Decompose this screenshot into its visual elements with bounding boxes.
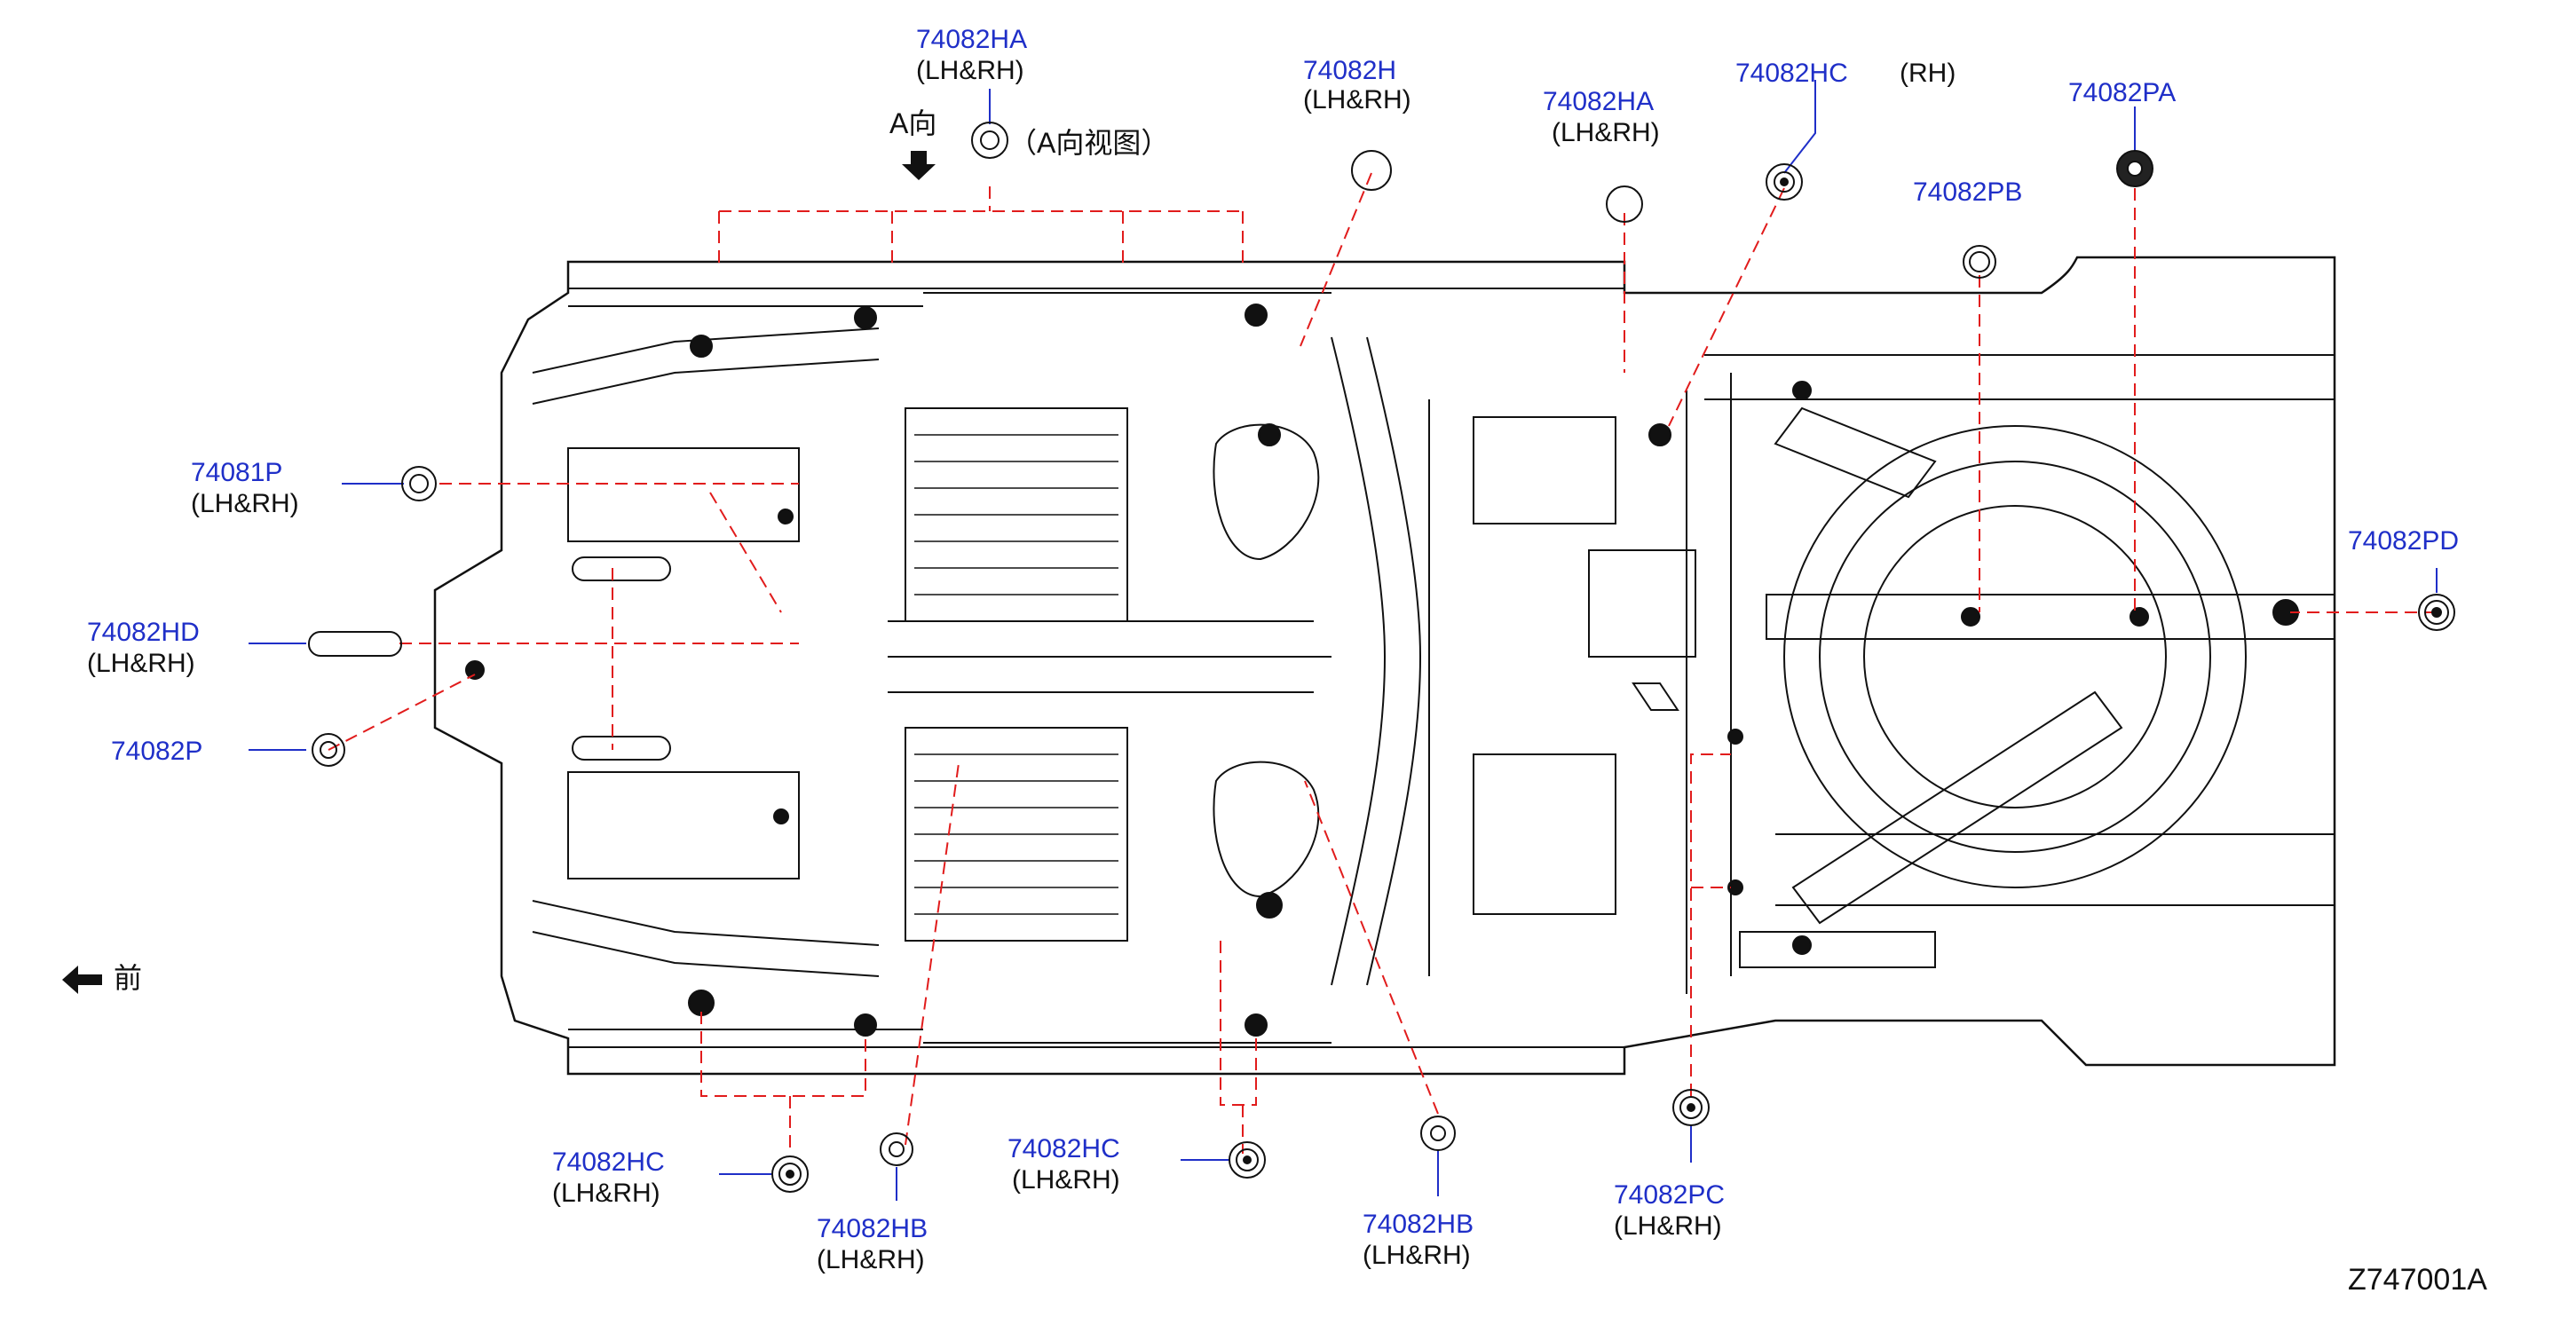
callout-hb-bm-side: (LH&RH) [1363,1241,1471,1270]
callout-pb-part: 74082PB [1913,177,2023,207]
grommet-icon-pb [1963,245,1996,279]
dashed-leaders [328,172,2437,1154]
callout-hc-bm-side: (LH&RH) [1012,1165,1120,1195]
grommet-icon-pc [1672,1089,1710,1126]
grommet-icon-hc-bm [1229,1141,1266,1179]
callout-ha-mid-side: (LH&RH) [1552,118,1660,147]
grommet-icon-pd [2418,594,2455,631]
callout-hb-bl-part: 74082HB [817,1214,928,1243]
callout-hc-bl-side: (LH&RH) [552,1179,660,1208]
callout-hc-top-part: 74082HC [1735,59,1848,88]
callout-pd-part: 74082PD [2348,526,2460,556]
callout-hc-bl-part: 74082HC [552,1147,665,1177]
view-a-label: A向 [889,107,937,139]
callout-81p-side: (LH&RH) [191,489,299,518]
plug-icon-h-top [1351,150,1392,191]
callout-hc-bm-part: 74082HC [1007,1134,1120,1163]
front-label: 前 [114,962,143,994]
view-a-caption: （A向视图） [1008,127,1170,159]
underbody-outline [433,256,2336,1076]
view-a-arrow-icon [902,151,936,180]
grommet-icon-ha-top [971,122,1008,159]
grommet-icon-hb-bm [1420,1116,1456,1151]
front-arrow-icon [62,966,102,994]
grommet-icon-81p [401,466,437,501]
rh-note: (RH) [1900,59,1956,88]
plug-icon-ha-mid [1606,185,1643,223]
callout-hd-part: 74082HD [87,618,200,647]
callout-hb-bl-side: (LH&RH) [817,1245,925,1274]
grommet-icon-hc-bl [771,1155,809,1193]
callout-ha-top-side: (LH&RH) [916,56,1024,85]
callout-pc-part: 74082PC [1614,1180,1726,1210]
callout-ha-top-part: 74082HA [916,25,1028,54]
callout-hb-bm-part: 74082HB [1363,1210,1474,1239]
callout-81p-part: 74081P [191,458,283,487]
grommet-icon-hb-bl [880,1132,913,1166]
grommet-icon-hc-top [1766,163,1803,201]
callout-p-part: 74082P [111,737,203,766]
grommet-icon-pa [2116,150,2153,187]
callout-ha-mid-part: 74082HA [1543,87,1655,116]
diagram-code: Z747001A [2348,1263,2487,1297]
part-icons [308,122,2455,1193]
callout-pc-side: (LH&RH) [1614,1211,1722,1241]
seal-icon-hd [308,631,402,657]
grommet-icon-p [312,733,345,767]
solid-leaders [249,80,2438,1201]
callout-h-top-part: 74082H [1303,56,1397,85]
body-mount-points [465,304,2299,1037]
callout-h-top-side: (LH&RH) [1303,85,1411,114]
callout-pa-part: 74082PA [2068,78,2177,107]
callout-hd-side: (LH&RH) [87,649,195,678]
